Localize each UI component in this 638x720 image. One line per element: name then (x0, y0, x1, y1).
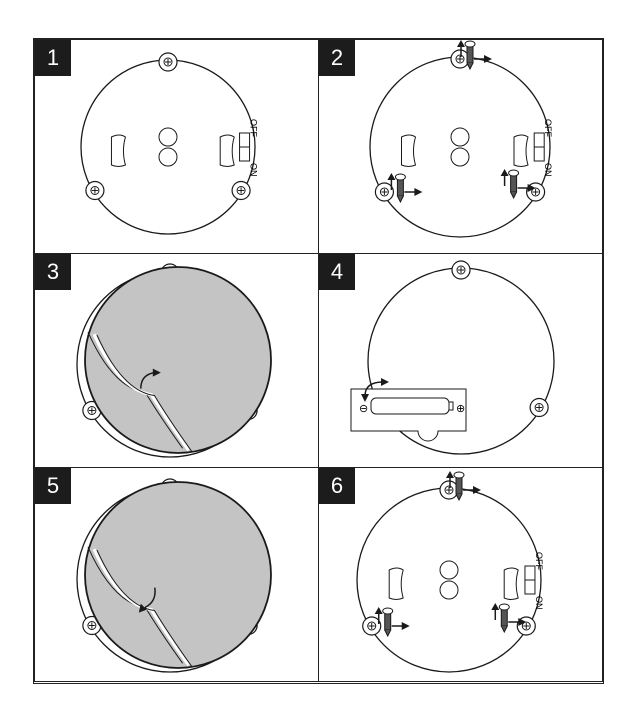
screw-hole-icon (91, 187, 98, 194)
screw-hole-icon (536, 404, 543, 411)
arrow-icon (414, 188, 423, 196)
screw-hole-icon (523, 623, 530, 629)
mounting-slot (110, 134, 127, 167)
step-3-illustration (76, 263, 272, 458)
mounting-slot (513, 134, 529, 167)
rotate-arrow-icon (144, 587, 156, 609)
center-hole (158, 127, 178, 147)
rotate-arrow-icon (138, 603, 147, 613)
center-hole (158, 147, 178, 167)
step-number-badge: 4 (319, 254, 355, 290)
center-hole (450, 147, 470, 167)
arrow-icon (401, 622, 410, 630)
step-1-panel: OFF ON 1 (34, 39, 319, 254)
step-4-panel: ⊖⊕4 (318, 253, 603, 468)
screw-hole-icon (165, 59, 171, 65)
rotate-arrow-icon (381, 378, 389, 386)
on-label: ON (534, 596, 544, 610)
arrow-icon (446, 471, 454, 478)
battery (370, 397, 450, 415)
center-hole (439, 580, 459, 600)
off-label: OFF (543, 119, 553, 137)
arrow-icon (484, 55, 492, 63)
arrow-icon (374, 607, 383, 614)
cover-edge (96, 334, 193, 452)
step-2-illustration: OFF ON (369, 40, 553, 238)
arrow-icon (491, 603, 500, 610)
cover-disc (84, 481, 272, 669)
step-6-illustration: OFF ON (356, 471, 544, 673)
screw-hole-icon (88, 407, 95, 414)
off-label: OFF (249, 119, 259, 137)
step-5-panel: 5 (34, 467, 319, 682)
rotate-arrow-icon (364, 381, 384, 397)
arrow-icon (457, 40, 465, 47)
step-number-badge: 1 (35, 40, 71, 76)
screw-icon (498, 603, 510, 611)
screw-icon (510, 191, 518, 200)
rotate-arrow-icon (152, 368, 161, 377)
screw-icon (500, 625, 508, 634)
mounting-slot (401, 134, 417, 167)
arrow-icon (527, 184, 536, 192)
screw-icon (455, 475, 463, 495)
step-3-panel: 3 (34, 253, 319, 468)
mounting-slot (503, 567, 519, 600)
screw-hole-icon (238, 187, 245, 194)
mounting-slot (219, 134, 235, 167)
cover-edge (96, 549, 193, 667)
center-hole (450, 127, 470, 147)
rotate-arrow-icon (361, 394, 369, 402)
screw-hole-icon (458, 267, 464, 273)
on-label: ON (543, 163, 553, 177)
screw-icon (510, 173, 518, 193)
step-number-badge: 3 (35, 254, 71, 290)
screw-icon (508, 169, 520, 177)
screw-icon (466, 44, 474, 64)
screw-hole-icon (532, 189, 539, 195)
screw-icon (394, 173, 406, 181)
arrow-icon (473, 486, 481, 494)
step-4-illustration: ⊖⊕ (350, 260, 555, 455)
step-2-panel: OFF ON 2 (318, 39, 603, 254)
center-hole (439, 560, 459, 580)
step-number-badge: 5 (35, 468, 71, 504)
mounting-slot (388, 567, 404, 600)
screw-icon (464, 40, 476, 48)
plus-sign: ⊕ (456, 403, 465, 415)
screw-icon (384, 629, 392, 638)
arrow-icon (518, 618, 527, 626)
screw-icon (382, 607, 394, 615)
on-label: ON (249, 163, 259, 177)
screw-icon (500, 607, 508, 627)
step-5-illustration (76, 478, 272, 673)
screw-icon (396, 195, 404, 204)
step-number-badge: 6 (319, 468, 355, 504)
screw-icon (384, 611, 392, 631)
step-6-panel: OFF ON 6 (318, 467, 603, 682)
screw-hole-icon (368, 623, 375, 629)
cover-disc (84, 266, 272, 454)
step-1-illustration: OFF ON (80, 52, 259, 235)
screw-hole-icon (446, 487, 452, 493)
screw-icon (455, 493, 463, 502)
arrow-icon (500, 169, 509, 176)
minus-sign: ⊖ (359, 403, 368, 415)
arrow-icon (387, 173, 396, 180)
screw-icon (453, 471, 465, 479)
off-label: OFF (534, 552, 544, 570)
rotate-arrow-icon (140, 371, 155, 389)
screw-icon (466, 62, 474, 71)
step-number-badge: 2 (319, 40, 355, 76)
screw-icon (396, 177, 404, 197)
screw-hole-icon (381, 189, 388, 195)
screw-hole-icon (88, 622, 95, 629)
battery-terminal (448, 401, 454, 411)
screw-hole-icon (457, 56, 463, 62)
